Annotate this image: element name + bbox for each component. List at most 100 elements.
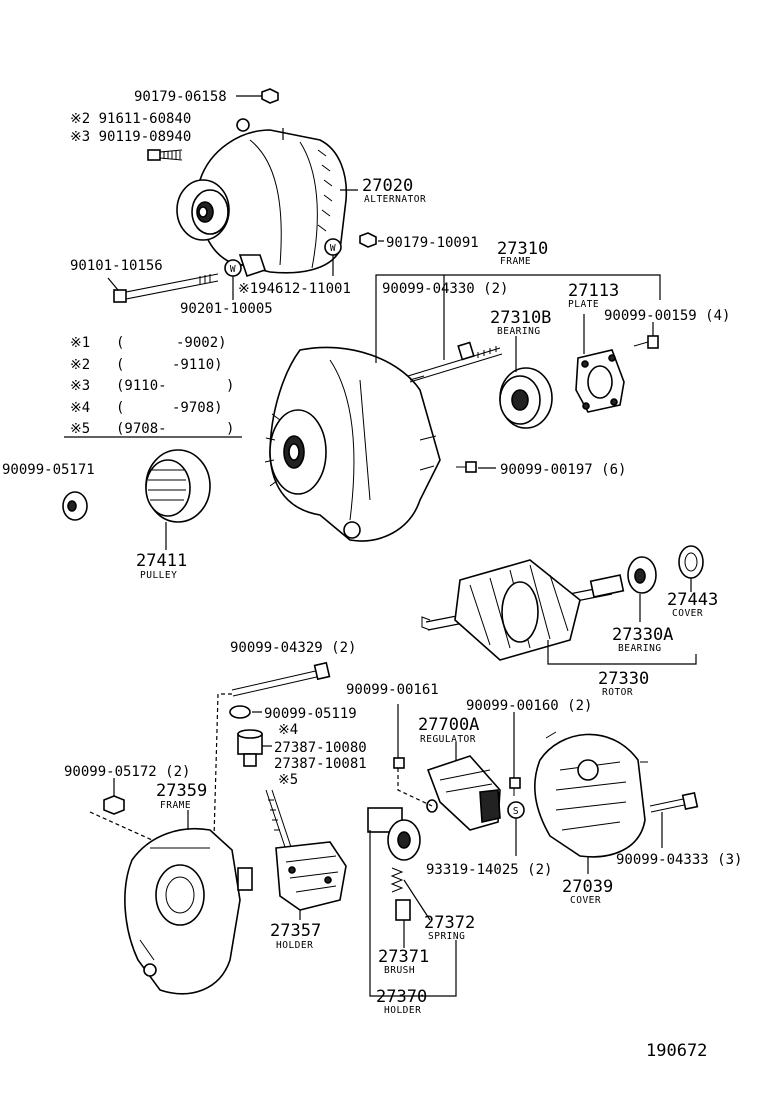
screw-90099-00197	[456, 461, 477, 473]
label-27411: 27411	[136, 551, 187, 571]
label-27387-10081: 27387-10081	[274, 756, 367, 772]
name-frame-27310: FRAME	[500, 256, 531, 267]
frame-27359-drawing	[124, 828, 253, 995]
figure-number: 190672	[646, 1041, 707, 1061]
legend-row-5-close: )	[226, 421, 234, 437]
legend-table: ※1 ( -9002) ※2 ( -9110) ※3 (9110- ) ※4 (…	[70, 335, 234, 437]
stud-90099-04330	[407, 341, 503, 383]
name-plate: PLATE	[568, 299, 599, 310]
label-27443: 27443	[667, 590, 718, 610]
name-holder-27357: HOLDER	[276, 940, 313, 951]
cap-27387-10080	[237, 729, 263, 767]
legend-row-4-mark: ※4	[70, 400, 90, 416]
bolt-90099-04329	[231, 661, 331, 697]
washer-symbol: S	[513, 806, 519, 817]
label-90099-05172: 90099-05172 (2)	[64, 764, 190, 780]
label-194612-11001: ※194612-11001	[238, 281, 351, 297]
label-90099-04333: 90099-04333 (3)	[616, 852, 742, 868]
marker-4: ※4	[278, 722, 298, 738]
legend-row-1-mark: ※1	[70, 335, 90, 351]
label-27371: 27371	[378, 947, 429, 967]
label-90099-00161: 90099-00161	[346, 682, 439, 698]
label-90099-05171: 90099-05171	[2, 462, 95, 478]
nut-90179-10091	[359, 232, 377, 248]
label-90099-00197: 90099-00197 (6)	[500, 462, 626, 478]
nut-90099-05171	[62, 491, 88, 521]
legend-row-2-mark: ※2	[70, 357, 90, 373]
washer-194612-11001: W	[324, 238, 342, 256]
name-frame-27359: FRAME	[160, 800, 191, 811]
rotor-27330	[421, 559, 625, 661]
cover-27039-drawing	[534, 731, 648, 858]
bolt-90099-04333	[649, 791, 699, 813]
washer-symbol: W	[330, 243, 336, 254]
washer-symbol: W	[230, 264, 236, 275]
label-90099-04330: 90099-04330 (2)	[382, 281, 508, 297]
plate-27113	[575, 349, 625, 413]
name-bearing-27330A: BEARING	[618, 643, 662, 654]
nut-90099-05172	[103, 795, 125, 815]
screw-90099-00160	[509, 777, 521, 796]
label-90099-00159: 90099-00159 (4)	[604, 308, 730, 324]
label-27387-10080: 27387-10080	[274, 740, 367, 756]
name-spring: SPRING	[428, 931, 465, 942]
label-27359: 27359	[156, 781, 207, 801]
name-rotor: ROTOR	[602, 687, 633, 698]
nut-90179-06158	[261, 88, 279, 104]
label-90099-05119: 90099-05119	[264, 706, 357, 722]
legend-row-1-open: (	[116, 335, 124, 351]
washer-93319-14025: S	[507, 801, 525, 819]
legend-row-3-open: (9110-	[116, 378, 167, 394]
label-90119-08940: ※3 90119-08940	[70, 129, 191, 145]
bolt-90101-10156	[113, 273, 219, 303]
screw-90099-00161	[393, 757, 405, 769]
label-90099-04329: 90099-04329 (2)	[230, 640, 356, 656]
name-brush: BRUSH	[384, 965, 415, 976]
washer-90099-05119	[229, 705, 251, 719]
name-holder-27370: HOLDER	[384, 1005, 421, 1016]
label-93319-14025: 93319-14025 (2)	[426, 862, 552, 878]
legend-row-4-range: -9708)	[172, 400, 223, 416]
label-27113: 27113	[568, 281, 619, 301]
label-90101-10156: 90101-10156	[70, 258, 163, 274]
name-cover-27039: COVER	[570, 895, 601, 906]
bearing-27330A	[627, 556, 657, 594]
label-27330: 27330	[598, 669, 649, 689]
screw-90099-00159	[633, 335, 659, 349]
legend-row-2-open: (	[116, 357, 124, 373]
alternator-assembly-drawing	[176, 118, 348, 278]
legend-row-4-open: (	[116, 400, 124, 416]
cover-27443	[678, 545, 704, 579]
legend-row-3-mark: ※3	[70, 378, 90, 394]
frame-27310-drawing	[264, 346, 441, 542]
bearing-27310B	[499, 367, 553, 429]
regulator-27700A-drawing	[426, 755, 501, 831]
label-27039: 27039	[562, 877, 613, 897]
bolt-91611-60840	[147, 149, 183, 161]
name-cover-27443: COVER	[672, 608, 703, 619]
label-27357: 27357	[270, 921, 321, 941]
label-91611-60840: ※2 91611-60840	[70, 111, 191, 127]
holder-27370-drawing	[367, 807, 421, 921]
label-27372: 27372	[424, 913, 475, 933]
label-90099-00160: 90099-00160 (2)	[466, 698, 592, 714]
label-27370: 27370	[376, 987, 427, 1007]
label-27330A: 27330A	[612, 625, 673, 645]
legend-row-5-open: (9708-	[116, 421, 167, 437]
name-alternator: ALTERNATOR	[364, 194, 426, 205]
label-90179-10091: 90179-10091	[386, 235, 479, 251]
label-27700A: 27700A	[418, 715, 479, 735]
marker-5: ※5	[278, 772, 298, 788]
label-27020: 27020	[362, 176, 413, 196]
holder-27357-drawing	[265, 789, 347, 911]
label-90201-10005: 90201-10005	[180, 301, 273, 317]
label-90179-06158: 90179-06158	[134, 89, 227, 105]
name-pulley: PULLEY	[140, 570, 177, 581]
washer-90201-10005: W	[224, 259, 242, 277]
pulley-27411	[145, 449, 211, 523]
legend-row-5-mark: ※5	[70, 421, 90, 437]
name-regulator: REGULATOR	[420, 734, 476, 745]
name-bearing-27310B: BEARING	[497, 326, 541, 337]
legend-row-3-close: )	[226, 378, 234, 394]
